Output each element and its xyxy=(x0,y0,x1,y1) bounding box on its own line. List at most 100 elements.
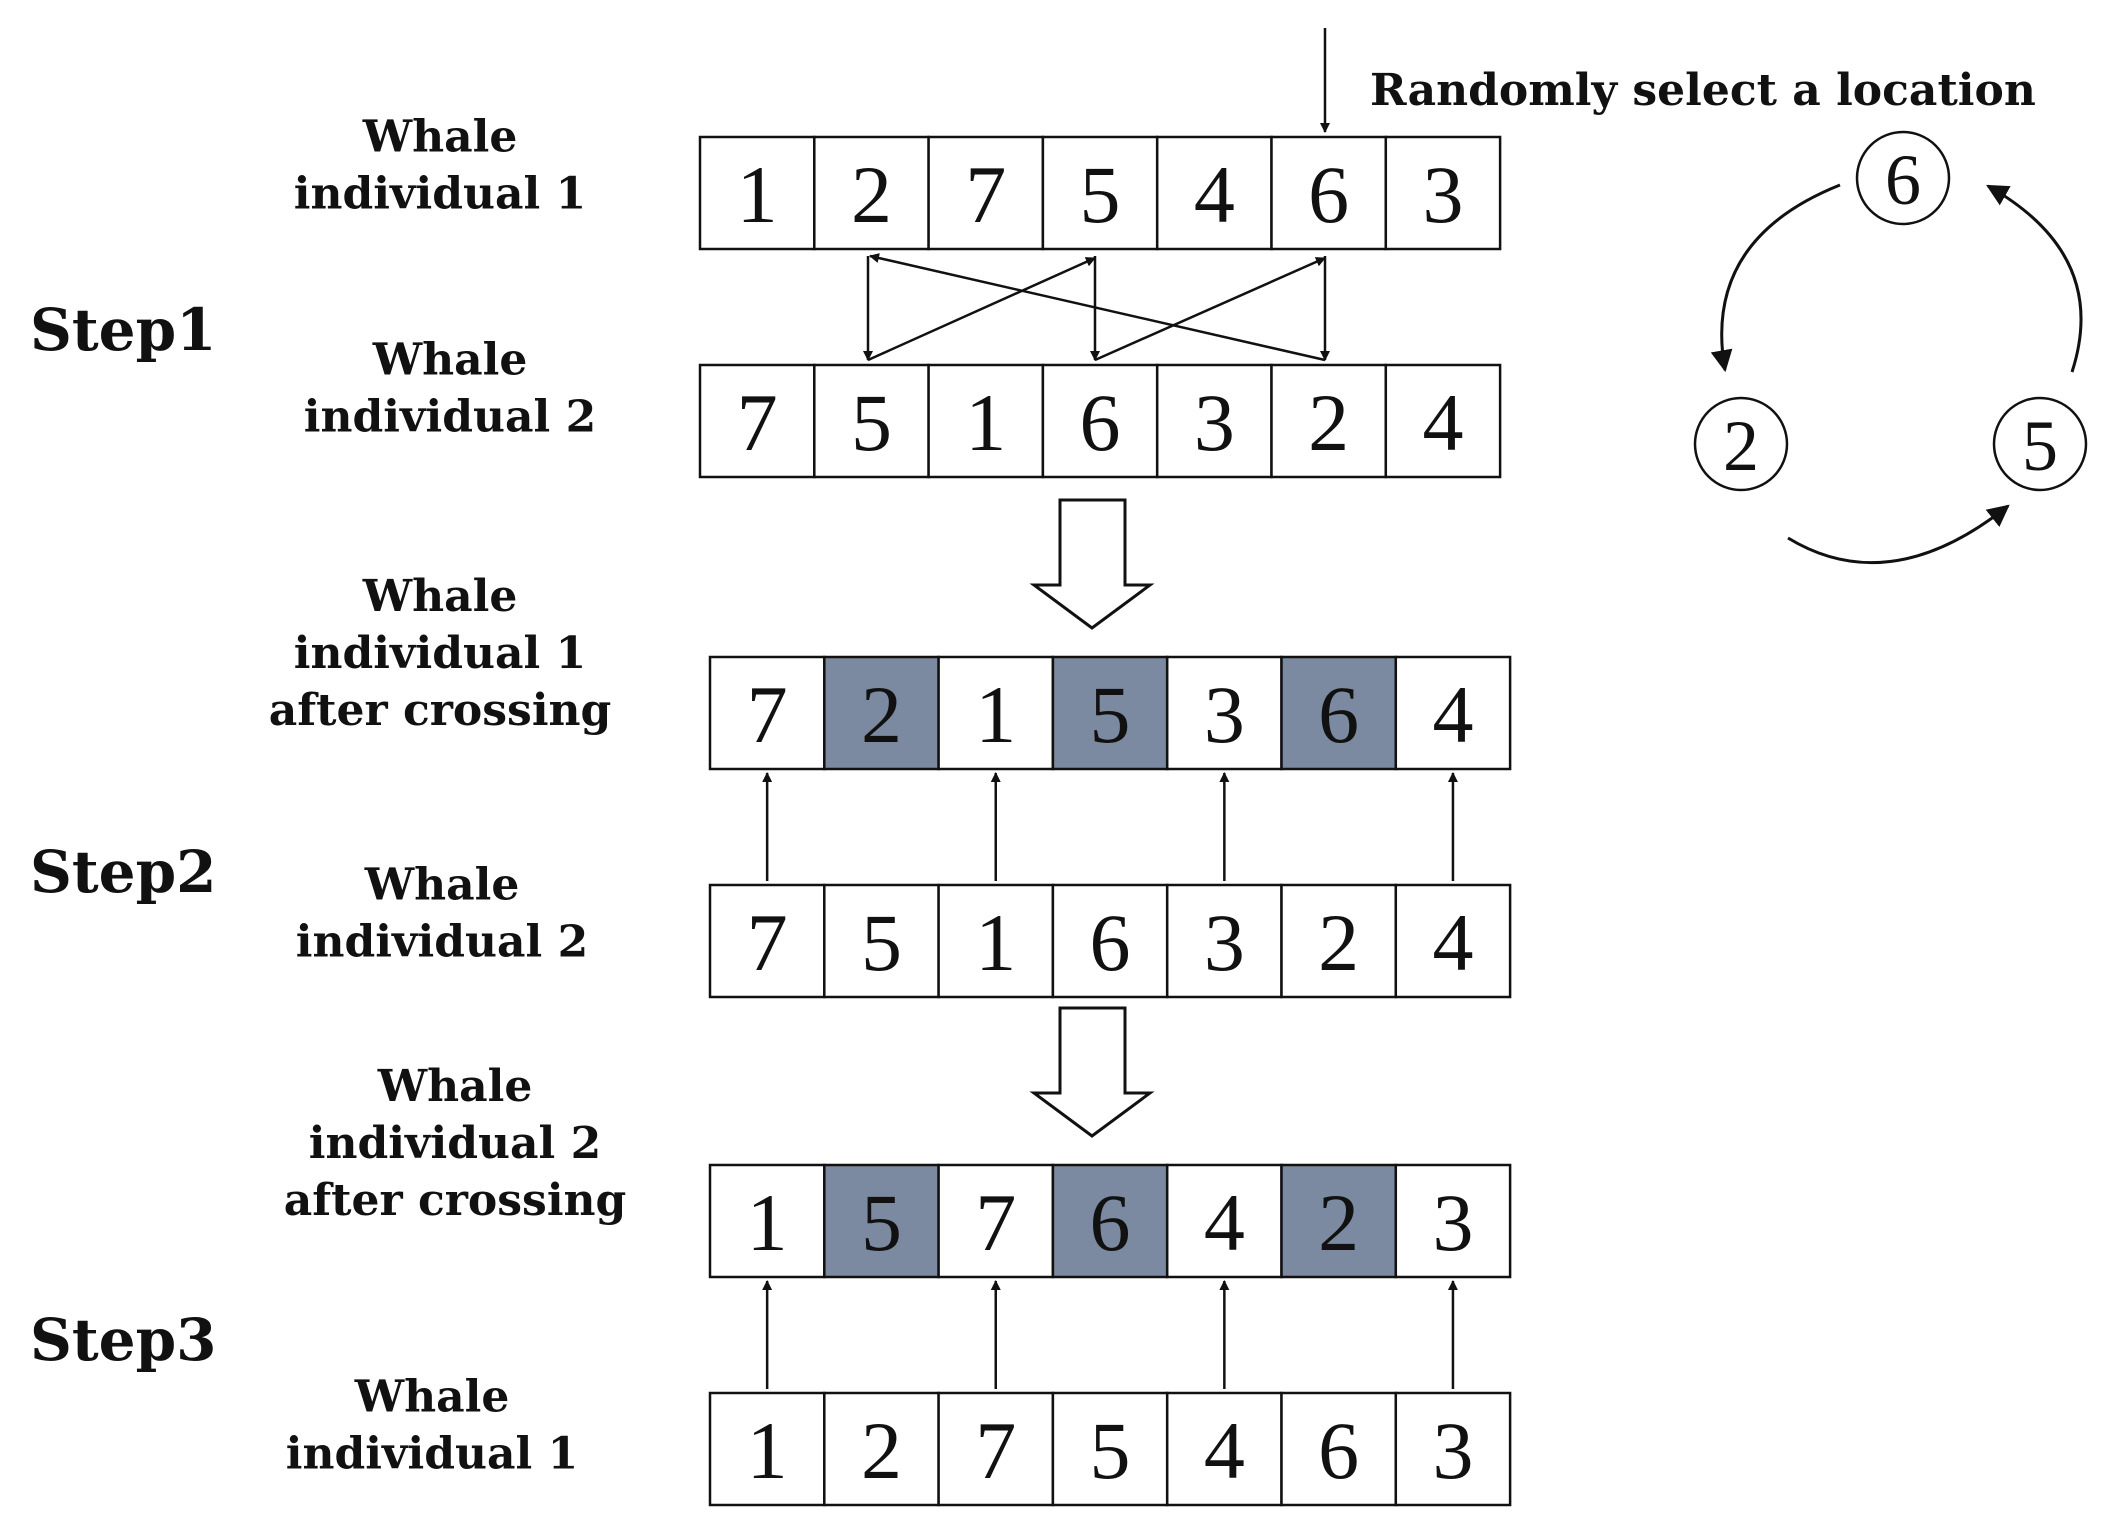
step-2-label: Step2 xyxy=(30,838,217,906)
cell-value: 7 xyxy=(975,1177,1016,1268)
sequence-cell xyxy=(708,1163,826,1279)
cross-arrow xyxy=(1094,256,1326,362)
sequence-cell xyxy=(1270,135,1388,251)
cell-value: 2 xyxy=(861,1405,902,1496)
sequence-cell xyxy=(813,135,930,251)
cycle-node-label: 5 xyxy=(2022,406,2058,486)
cycle-node xyxy=(1992,396,2088,492)
row-labels: Whale individual 1 Whale individual 2 Whale i… xyxy=(269,112,627,1480)
row-label-line: individual 2 xyxy=(309,1118,601,1169)
step-1-label: Step1 xyxy=(30,296,217,364)
cell-value: 6 xyxy=(1318,669,1359,760)
cell-value: 6 xyxy=(1080,377,1121,468)
cell-value: 3 xyxy=(1432,1177,1473,1268)
hollow-down-arrow xyxy=(1029,498,1155,630)
highlighted-cell xyxy=(823,655,940,771)
row-label-line: individual 1 xyxy=(294,169,586,220)
row-label-line: individual 2 xyxy=(304,392,596,443)
cell-value: 7 xyxy=(737,377,778,468)
cell-value: 6 xyxy=(1308,149,1349,240)
cell-value: 4 xyxy=(1432,897,1473,988)
inherit-arrows xyxy=(762,772,1458,1389)
cell-value: 4 xyxy=(1204,1177,1245,1268)
row-label-line: Whale xyxy=(364,860,520,911)
cell-value: 5 xyxy=(1080,149,1121,240)
crossing-arrows xyxy=(863,253,1330,362)
cell-value: 3 xyxy=(1204,897,1245,988)
sequence-cell xyxy=(1165,1163,1283,1279)
cell-value: 3 xyxy=(1194,377,1235,468)
cell-value: 2 xyxy=(1318,897,1359,988)
cell-value: 5 xyxy=(1090,1405,1131,1496)
row-label-line: Whale xyxy=(362,571,518,622)
sequence-cell xyxy=(823,883,940,999)
cell-value: 2 xyxy=(1318,1177,1359,1268)
cell-value: 5 xyxy=(861,1177,902,1268)
cell-value: 7 xyxy=(747,669,788,760)
sequence-cell xyxy=(708,655,826,771)
sequence-cell xyxy=(1270,363,1388,479)
highlighted-cell xyxy=(1051,1163,1169,1279)
sequence-cell xyxy=(1280,883,1398,999)
highlighted-cell xyxy=(1280,1163,1398,1279)
cell-value: 7 xyxy=(747,897,788,988)
cell-value: 3 xyxy=(1432,1405,1473,1496)
sequence-cell xyxy=(1165,655,1283,771)
cross-arrow xyxy=(867,256,1096,362)
sequence-cell xyxy=(927,363,1045,479)
hollow-down-arrow xyxy=(1029,1006,1155,1138)
cell-value: 5 xyxy=(861,897,902,988)
cell-value: 1 xyxy=(747,1405,788,1496)
highlighted-cell xyxy=(823,1163,940,1279)
cycle-arrow xyxy=(1787,504,2010,565)
cycle-node xyxy=(1693,396,1789,492)
cell-value: 4 xyxy=(1432,669,1473,760)
row-label-line: individual 1 xyxy=(294,628,586,679)
sequence-cell xyxy=(937,655,1055,771)
cycle-node-label: 6 xyxy=(1885,140,1921,220)
cell-value: 4 xyxy=(1194,149,1235,240)
cell-value: 3 xyxy=(1204,669,1245,760)
sequence-cell xyxy=(823,1391,940,1507)
row-label-line: individual 1 xyxy=(286,1429,578,1480)
cell-value: 5 xyxy=(851,377,892,468)
cycle-node xyxy=(1855,130,1951,226)
sequence-cell xyxy=(1394,1163,1512,1279)
cell-value: 5 xyxy=(1090,669,1131,760)
sequence-cell xyxy=(1394,655,1512,771)
cell-value: 6 xyxy=(1090,1177,1131,1268)
sequence-cell xyxy=(937,883,1055,999)
cell-value: 3 xyxy=(1422,149,1463,240)
cycle-arrow xyxy=(1710,183,1841,373)
cell-value: 1 xyxy=(975,897,1016,988)
cell-value: 1 xyxy=(965,377,1006,468)
cell-value: 6 xyxy=(1318,1405,1359,1496)
cell-value: 2 xyxy=(1308,377,1349,468)
sequence-cell xyxy=(937,1163,1055,1279)
sequence-cell xyxy=(1165,883,1283,999)
sequence-cell xyxy=(937,1391,1055,1507)
random-location-annotation: Randomly select a location xyxy=(1370,65,2036,116)
cell-value: 1 xyxy=(747,1177,788,1268)
step-3-label: Step3 xyxy=(30,1306,217,1374)
highlighted-cell xyxy=(1051,655,1169,771)
sequence-cell xyxy=(1384,363,1502,479)
cycle-arrow xyxy=(1986,184,2083,373)
cell-value: 7 xyxy=(965,149,1006,240)
row-label-line: Whale xyxy=(354,1372,510,1423)
sequence-cell xyxy=(1041,363,1159,479)
cell-value: 4 xyxy=(1204,1405,1245,1496)
row-label-line: Whale xyxy=(362,112,518,163)
cell-value: 4 xyxy=(1422,377,1463,468)
sequence-cell xyxy=(708,1391,826,1507)
highlighted-cell xyxy=(1280,655,1398,771)
sequence-cell xyxy=(813,363,930,479)
cell-value: 7 xyxy=(975,1405,1016,1496)
